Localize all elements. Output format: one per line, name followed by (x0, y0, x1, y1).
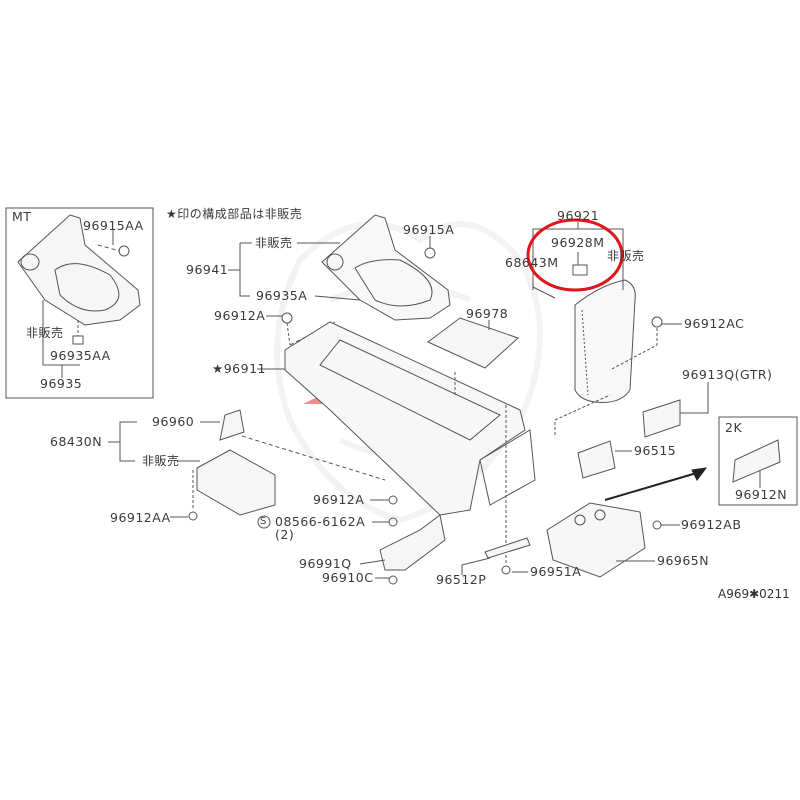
label-08566-qty: (2) (275, 527, 295, 542)
label-96915a: 96915A (403, 222, 455, 237)
label-not-sold-96921: 非販売 (607, 249, 645, 263)
2k-inset-frame (718, 416, 798, 506)
label-08566-6162a: 08566-6162A (275, 514, 366, 529)
label-96912a-top: 96912A (214, 308, 266, 323)
label-96915aa: 96915AA (83, 218, 144, 233)
label-96951a: 96951A (530, 564, 582, 579)
mt-inset-title: MT (12, 209, 32, 224)
label-96935a: 96935A (256, 288, 308, 303)
label-96921: 96921 (557, 208, 600, 223)
label-96911: ★96911 (212, 361, 266, 376)
pad-96978 (427, 317, 519, 369)
s-symbol: S (260, 516, 267, 527)
2k-inset-title: 2K (725, 420, 743, 435)
label-96910c: 96910C (322, 570, 374, 585)
label-96960: 96960 (152, 414, 195, 429)
label-96941: 96941 (186, 262, 229, 277)
label-96928m: 96928M (551, 235, 605, 250)
label-96912aa: 96912AA (110, 510, 171, 525)
label-96965n: 96965N (657, 553, 710, 568)
bracket-96991q (379, 514, 446, 571)
label-96978: 96978 (466, 306, 509, 321)
lid-96913q (642, 399, 681, 438)
s-symbol-circle (257, 515, 271, 529)
figure-code: A969✱0211 (718, 587, 790, 601)
label-96912a-mid: 96912A (313, 492, 365, 507)
label-68643m: 68643M (505, 255, 559, 270)
label-96935aa: 96935AA (50, 348, 111, 363)
label-not-sold-96941: 非販売 (255, 236, 293, 250)
label-mt-not-sold: 非販売 (26, 326, 64, 340)
tray-96965n (546, 502, 646, 578)
label-not-sold-68430n: 非販売 (142, 454, 180, 468)
highlight-circle (526, 218, 624, 292)
label-96912n: 96912N (735, 487, 788, 502)
label-96913q: 96913Q(GTR) (682, 367, 773, 382)
center-console-96911 (284, 321, 526, 516)
mt-inset-frame (5, 207, 154, 399)
note-not-sold: ★印の構成部品は非販売 (166, 207, 303, 221)
label-96991q: 96991Q (299, 556, 352, 571)
storage-box-68430n (196, 449, 276, 516)
label-96512p: 96512P (436, 572, 487, 587)
armrest-lid-96921 (574, 279, 636, 403)
shift-surround-96941 (321, 214, 451, 321)
label-68430n: 68430N (50, 434, 103, 449)
label-96912ab: 96912AB (681, 517, 742, 532)
ashtray-96515 (577, 440, 616, 479)
label-96935: 96935 (40, 376, 83, 391)
lid-96960 (219, 409, 245, 441)
label-96912ac: 96912AC (684, 316, 745, 331)
label-96515: 96515 (634, 443, 677, 458)
mt-shift-surround (17, 214, 141, 326)
